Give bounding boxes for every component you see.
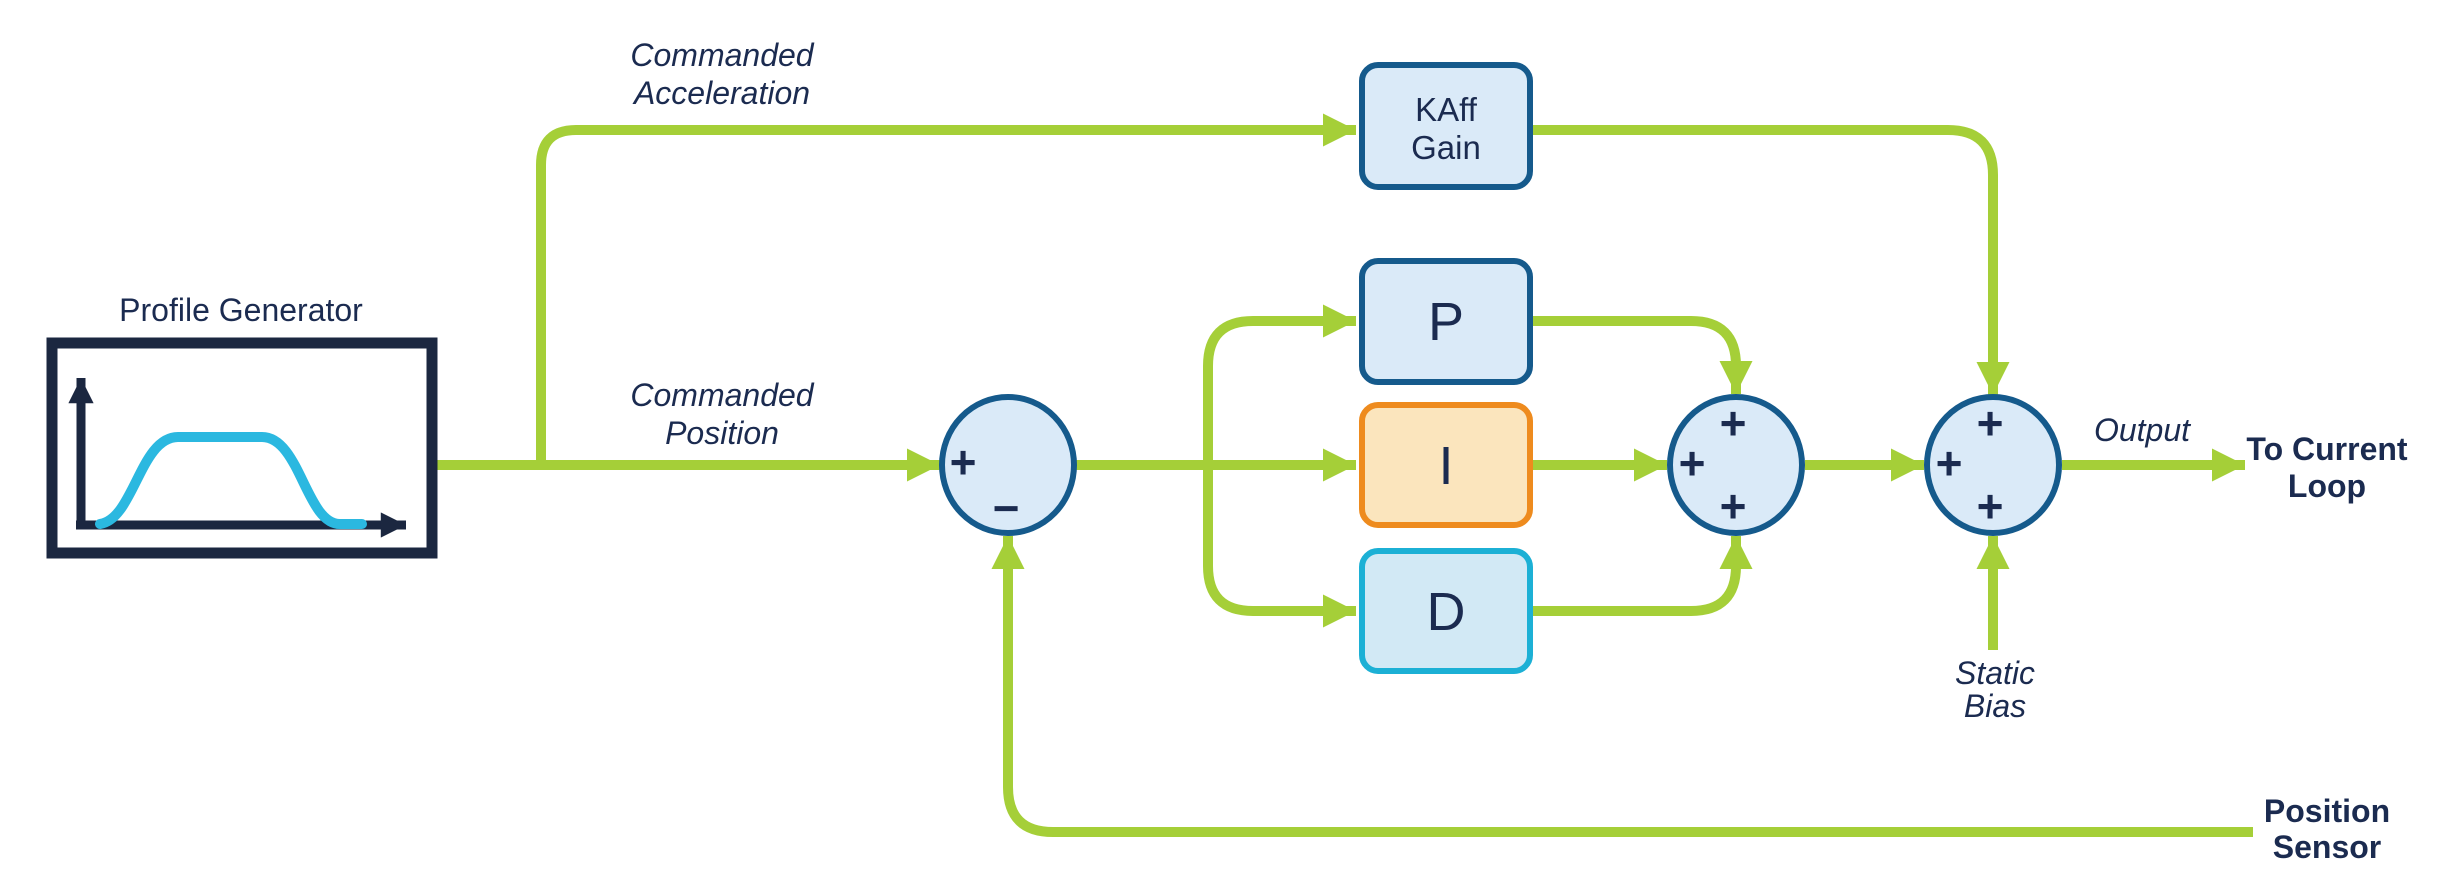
signal-lines	[433, 113, 2253, 837]
output-label: Output	[2094, 412, 2191, 448]
output-sum-plus-bottom: +	[1977, 480, 2004, 532]
to-current-loop-label-line1: To Current	[2246, 431, 2408, 467]
position-sensor-label-line2: Sensor	[2273, 829, 2381, 865]
commanded-position-label-line2: Position	[665, 415, 779, 451]
proportional-block: P	[1359, 258, 1533, 385]
proportional-label: P	[1428, 292, 1464, 352]
pid-sum-plus-top: +	[1720, 397, 1747, 449]
pid-sum-plus-bottom: +	[1720, 480, 1747, 532]
pid-sum-circle	[1667, 394, 1805, 536]
output-sum-plus-top: +	[1977, 397, 2004, 449]
error-sum-minus-sign: −	[993, 482, 1020, 534]
output-sum-junction: + + +	[1924, 394, 2062, 536]
line-kaff-gain-output	[1530, 125, 2010, 395]
output-sum-plus-left: +	[1936, 437, 1963, 489]
integral-box	[1359, 402, 1533, 528]
pid-sum-plus-left: +	[1679, 437, 1706, 489]
error-sum-plus-sign: +	[950, 436, 977, 488]
kaff-gain-box	[1359, 62, 1533, 190]
kaff-gain-label-line2: Gain	[1411, 129, 1481, 166]
error-sum-junction: + −	[939, 394, 1077, 536]
position-sensor-label-line1: Position	[2264, 793, 2390, 829]
proportional-box	[1359, 258, 1533, 385]
derivative-block: D	[1359, 548, 1533, 674]
integral-label: I	[1438, 436, 1453, 496]
output-sum-circle	[1924, 394, 2062, 536]
commanded-acceleration-label-line2: Acceleration	[632, 75, 810, 111]
kaff-gain-block: KAff Gain	[1359, 62, 1533, 190]
static-bias-label-line1: Static	[1955, 655, 2035, 691]
kaff-gain-label-line1: KAff	[1415, 91, 1478, 128]
commanded-position-label-line1: Commanded	[630, 377, 814, 413]
line-error-to-derivative	[1203, 465, 1356, 628]
line-position-sensor-feedback	[991, 536, 2253, 837]
derivative-box	[1359, 548, 1533, 674]
profile-scurve	[95, 432, 367, 529]
commanded-acceleration-label-line1: Commanded	[630, 37, 814, 73]
static-bias-label-line2: Bias	[1964, 688, 2026, 724]
to-current-loop-label-line2: Loop	[2288, 468, 2366, 504]
integral-block: I	[1359, 402, 1533, 528]
profile-generator-block: Profile Generator	[46, 292, 438, 559]
pid-sum-junction: + + +	[1667, 394, 1805, 536]
signal-labels: Commanded Acceleration Commanded Positio…	[630, 37, 2408, 865]
error-sum-circle	[939, 394, 1077, 536]
line-commanded-acceleration-branch	[536, 113, 1356, 465]
line-derivative-output	[1530, 536, 1753, 616]
line-proportional-output	[1530, 316, 1753, 394]
profile-generator-label: Profile Generator	[119, 292, 363, 328]
derivative-label: D	[1427, 582, 1466, 642]
line-error-to-proportional	[1203, 304, 1356, 465]
